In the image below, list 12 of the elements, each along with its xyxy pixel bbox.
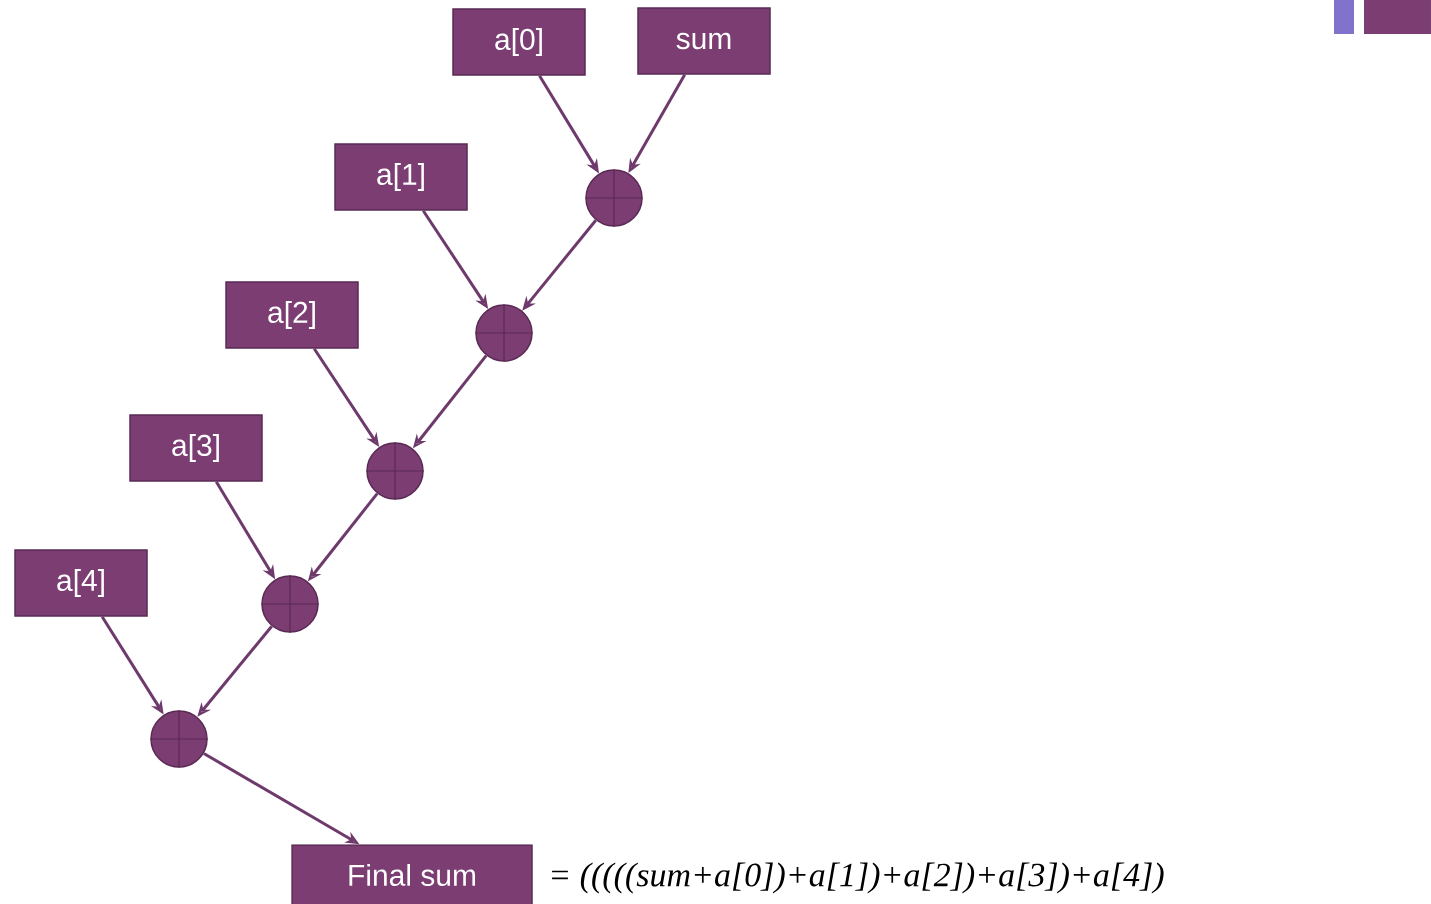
process-box: a[4] (14, 549, 148, 617)
adder-circle (365, 441, 425, 501)
process-box: a[0] (452, 8, 586, 76)
process-box: Final sum (291, 844, 533, 904)
adder-circle (474, 303, 534, 363)
adder-circle (260, 574, 320, 634)
process-box: a[3] (129, 414, 263, 482)
process-box: a[1] (334, 143, 468, 211)
adder-circle (584, 168, 644, 228)
process-box: a[2] (225, 281, 359, 349)
adder-circle (149, 709, 209, 769)
process-box: sum (637, 7, 771, 75)
